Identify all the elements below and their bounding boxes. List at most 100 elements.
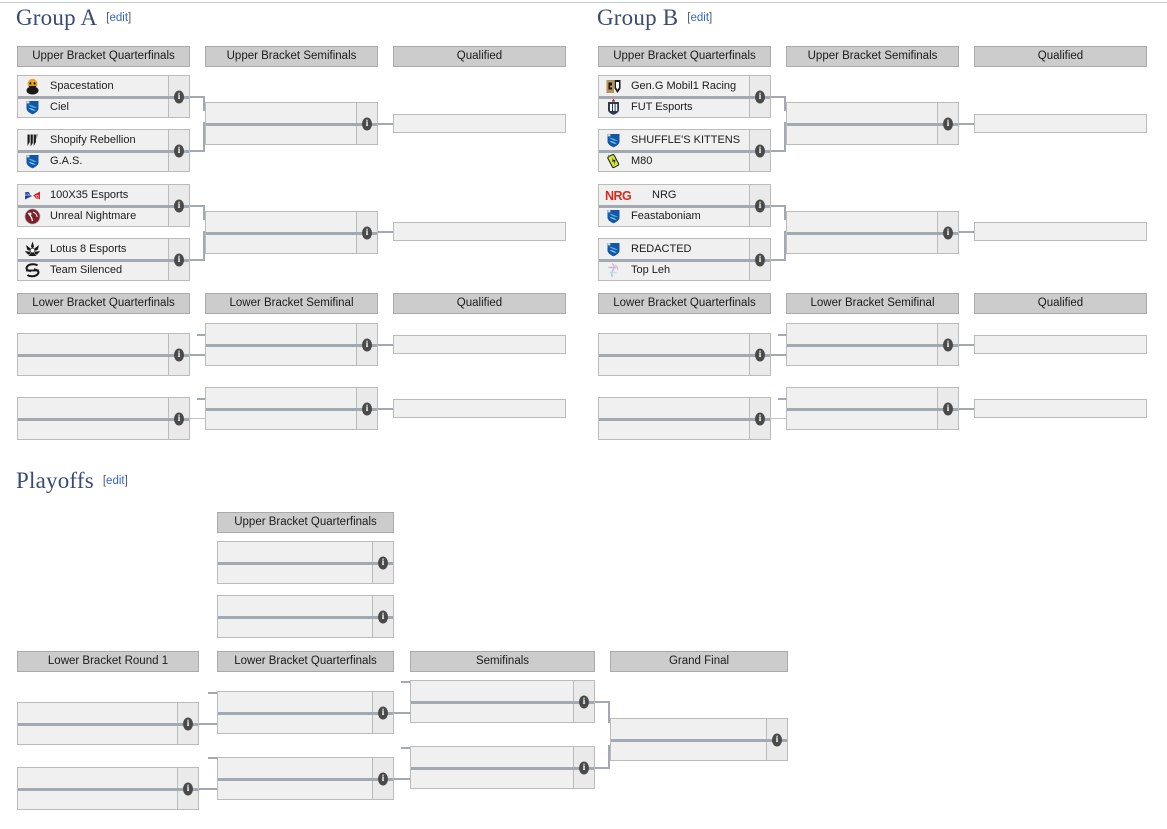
connector — [959, 231, 974, 233]
qualified-slot[interactable] — [393, 222, 566, 241]
match-box[interactable] — [205, 102, 378, 145]
info-icon[interactable] — [183, 717, 193, 730]
qualified-slot[interactable] — [974, 114, 1147, 133]
info-icon[interactable] — [362, 338, 372, 351]
info-icon[interactable] — [755, 90, 765, 103]
match-box[interactable] — [786, 323, 959, 366]
qualified-slot[interactable] — [393, 335, 566, 354]
info-icon[interactable] — [755, 348, 765, 361]
info-icon[interactable] — [755, 199, 765, 212]
info-icon[interactable] — [183, 782, 193, 795]
match-box[interactable] — [786, 211, 959, 254]
match-opponent-bottom — [206, 124, 356, 145]
qualified-slot[interactable] — [393, 114, 566, 133]
match-opponent-top — [218, 758, 372, 779]
info-icon[interactable] — [362, 226, 372, 239]
info-icon[interactable] — [378, 706, 388, 719]
info-icon[interactable] — [174, 144, 184, 157]
info-icon[interactable] — [943, 117, 953, 130]
match-opponent-bottom — [218, 617, 372, 638]
info-icon[interactable] — [943, 338, 953, 351]
qualified-slot[interactable] — [974, 335, 1147, 354]
match-box[interactable]: REDACTED Top Leh — [598, 238, 771, 281]
match-box[interactable] — [410, 680, 595, 723]
match-box[interactable] — [786, 387, 959, 430]
qualified-slot[interactable] — [974, 222, 1147, 241]
info-icon[interactable] — [378, 556, 388, 569]
connector — [608, 701, 610, 723]
match-box[interactable] — [598, 333, 771, 376]
connector — [203, 205, 205, 220]
match-opponent-bottom — [787, 345, 937, 366]
info-icon[interactable] — [174, 90, 184, 103]
match-box[interactable] — [205, 387, 378, 430]
match-box[interactable]: Lotus 8 Esports Team Silenced — [17, 238, 190, 281]
top-leh-logo — [604, 261, 623, 280]
edit-link-group-b[interactable]: [edit] — [687, 12, 713, 24]
info-icon[interactable] — [174, 253, 184, 266]
info-icon[interactable] — [755, 144, 765, 157]
connector — [190, 150, 205, 152]
connector — [197, 334, 205, 336]
match-opponent-bottom — [18, 419, 168, 440]
connector — [771, 418, 786, 419]
match-box[interactable] — [17, 333, 190, 376]
info-icon[interactable] — [755, 253, 765, 266]
info-icon[interactable] — [378, 772, 388, 785]
info-icon[interactable] — [362, 117, 372, 130]
connector — [394, 778, 410, 780]
connector — [190, 96, 205, 98]
match-box[interactable] — [17, 767, 199, 810]
match-box[interactable]: Spacestation Ciel — [17, 75, 190, 118]
section-heading-group-b: Group B[edit] — [597, 5, 712, 31]
match-box[interactable]: SHUFFLE'S KITTENS M80 — [598, 129, 771, 172]
info-icon[interactable] — [362, 402, 372, 415]
match-box[interactable] — [217, 595, 394, 638]
match-box[interactable] — [205, 211, 378, 254]
match-box[interactable]: Gen.G Mobil1 Racing FUT Esports — [598, 75, 771, 118]
team-name: G.A.S. — [50, 154, 83, 167]
match-box[interactable] — [17, 702, 199, 745]
match-box[interactable] — [410, 746, 595, 789]
match-box[interactable] — [205, 323, 378, 366]
qualified-slot[interactable] — [974, 399, 1147, 418]
info-icon[interactable] — [772, 733, 782, 746]
connector — [959, 344, 974, 346]
match-box[interactable]: NRG NRG Feastaboniam — [598, 184, 771, 227]
match-box[interactable] — [217, 757, 394, 800]
connector — [771, 96, 786, 98]
edit-link-playoffs[interactable]: [edit] — [102, 475, 128, 487]
match-box[interactable]: Shopify Rebellion G.A.S. — [17, 129, 190, 172]
match-opponent-bottom — [206, 409, 356, 430]
info-icon[interactable] — [378, 610, 388, 623]
match-box[interactable] — [217, 691, 394, 734]
round-header-ubsf-a: Upper Bracket Semifinals — [205, 46, 378, 67]
info-icon[interactable] — [174, 348, 184, 361]
match-opponent-top — [206, 103, 356, 124]
info-icon[interactable] — [579, 761, 589, 774]
match-box[interactable] — [598, 397, 771, 440]
match-box[interactable] — [17, 397, 190, 440]
match-opponent-bottom: Ciel — [18, 96, 168, 118]
team-silenced-logo — [23, 261, 42, 280]
match-opponent-top: Lotus 8 Esports — [18, 239, 168, 260]
team-name: Team Silenced — [50, 263, 123, 276]
match-box[interactable] — [786, 102, 959, 145]
info-icon[interactable] — [579, 695, 589, 708]
qualified-slot[interactable] — [393, 399, 566, 418]
info-icon[interactable] — [174, 412, 184, 425]
edit-link-group-a[interactable]: [edit] — [106, 12, 132, 24]
info-icon[interactable] — [755, 412, 765, 425]
info-icon[interactable] — [174, 199, 184, 212]
match-box[interactable] — [217, 541, 394, 584]
info-icon[interactable] — [943, 226, 953, 239]
team-name: SHUFFLE'S KITTENS — [631, 133, 741, 146]
feastaboniam-logo — [604, 207, 623, 226]
info-icon[interactable] — [943, 402, 953, 415]
match-opponent-bottom — [18, 724, 177, 745]
connector — [784, 231, 786, 261]
match-box[interactable] — [610, 718, 788, 761]
ciel-logo — [23, 98, 42, 117]
match-opponent-top — [18, 768, 177, 789]
